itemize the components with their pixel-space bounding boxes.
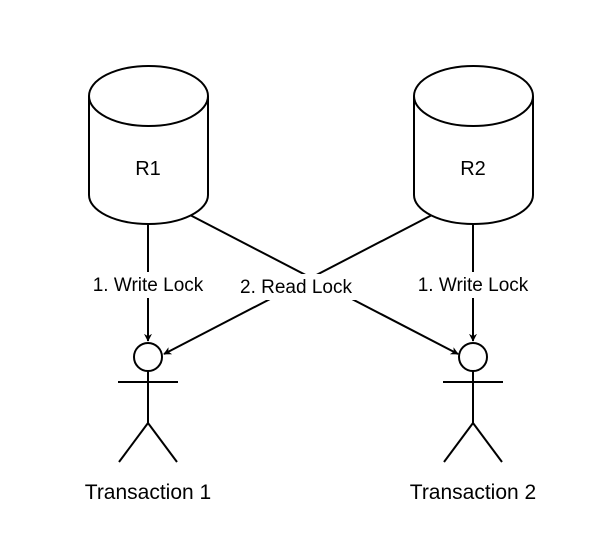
resource-label: R2 [460, 158, 486, 180]
edge-label-read-lock: 2. Read Lock [228, 274, 364, 300]
actor-transaction-2 [443, 342, 503, 463]
actor-head-icon [458, 342, 488, 372]
actor-label-transaction-1: Transaction 1 [85, 481, 211, 504]
edge-label-text: 2. Read Lock [240, 277, 352, 298]
actor-head-icon [133, 342, 163, 372]
edge-label-text: 1. Write Lock [418, 275, 529, 296]
actor-transaction-1 [118, 342, 178, 463]
edge-label-r1-write-lock: 1. Write Lock [82, 272, 214, 298]
actor-label-transaction-2: Transaction 2 [410, 481, 536, 504]
edge-label-text: 1. Write Lock [93, 275, 204, 296]
edge-label-r2-write-lock: 1. Write Lock [407, 272, 539, 298]
resource-r1-cylinder: R1 [88, 65, 209, 225]
resource-r2-cylinder: R2 [413, 65, 534, 225]
resource-label: R1 [135, 158, 161, 180]
